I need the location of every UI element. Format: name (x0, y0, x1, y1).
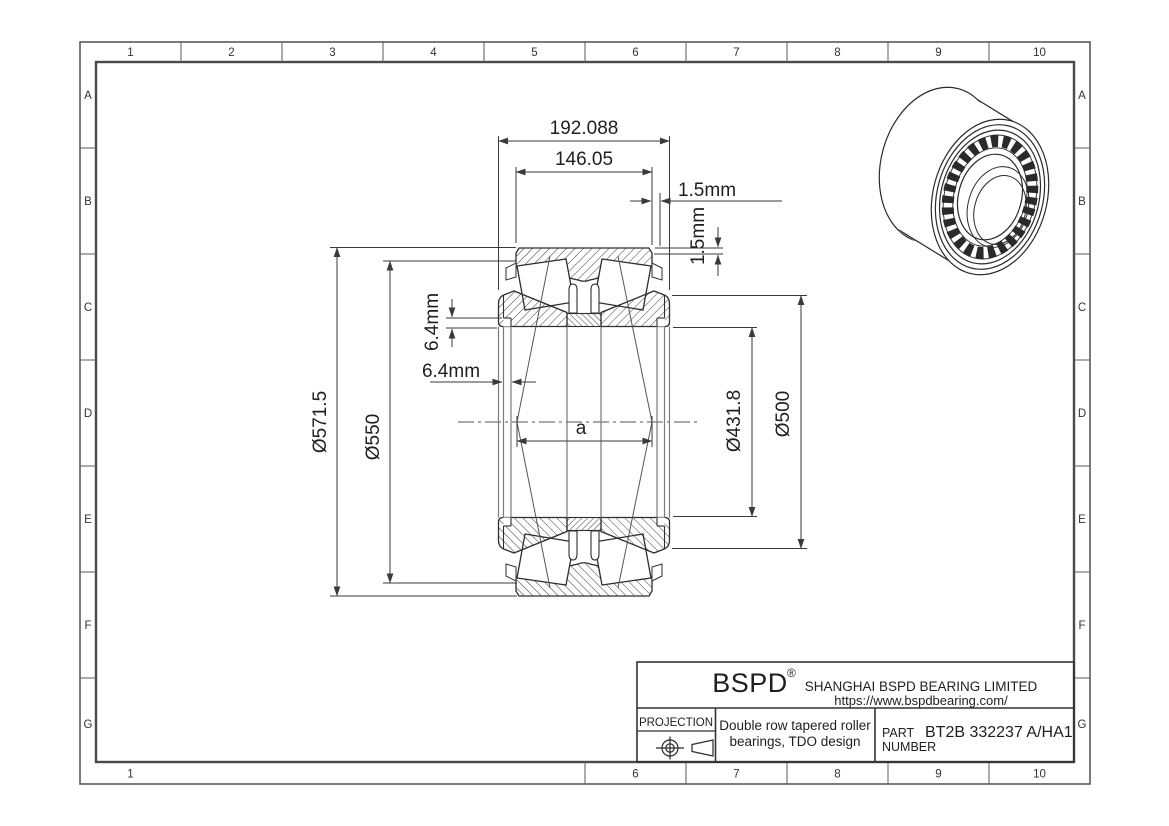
grid-label: A (1078, 90, 1086, 102)
company-name: SHANGHAI BSPD BEARING LIMITED (805, 679, 1038, 694)
grid-label: D (1078, 408, 1086, 420)
grid-label: 9 (935, 769, 941, 781)
sheet-frame (79, 41, 1091, 785)
dim-label-bore-diameter: Ø431.8 (724, 390, 745, 452)
grid-label: G (1078, 719, 1087, 731)
dimensions (330, 136, 807, 597)
dim-shoulder-diameter (383, 260, 517, 584)
dim-total-width (498, 136, 670, 290)
grid-label: 4 (430, 47, 437, 59)
grid-label: E (84, 514, 92, 526)
dim-label-side-clearance: 1.5mm (678, 180, 736, 201)
grid-label: B (1078, 196, 1086, 208)
grid-label: 9 (935, 47, 941, 59)
grid-label: 10 (1033, 769, 1046, 781)
dim-top-clearance (654, 227, 723, 276)
section-bottom-half (497, 516, 671, 597)
first-angle-projection-icon (656, 736, 714, 760)
dim-bore-diameter (673, 327, 757, 517)
cage-section (651, 262, 663, 281)
grid-label: F (1078, 620, 1085, 632)
dim-outside-diameter (330, 247, 517, 597)
grid-label: 1 (127, 47, 133, 59)
grid-label: 8 (834, 47, 840, 59)
dim-label-shoulder-diameter: Ø550 (363, 414, 384, 460)
dim-label-cup-width: 146.05 (555, 149, 613, 170)
bearing-3d-view (878, 86, 1050, 276)
cage-post (590, 283, 600, 314)
bearing-description-line2: bearings, TDO design (729, 734, 860, 749)
dim-label-recess-vertical: 6.4mm (422, 293, 443, 351)
dim-effective-center (516, 416, 653, 447)
grid-label: 6 (632, 769, 638, 781)
roller-band (941, 134, 1039, 260)
grid-label: D (84, 408, 92, 420)
inner-ring-cone (600, 290, 671, 328)
part-number-label-line2: NUMBER (882, 740, 936, 754)
dimension-labels: 192.088 146.05 1.5mm 1.5mm 6.4mm 6.4mm Ø… (310, 118, 794, 460)
part-number-value: BT2B 332237 A/HA1 (925, 724, 1073, 741)
cage-section (505, 262, 517, 281)
dim-rib-diameter (672, 295, 807, 549)
grid-label: E (1078, 514, 1086, 526)
grid-label: 5 (531, 47, 537, 59)
dim-label-total-width: 192.088 (550, 118, 619, 139)
grid-label: 6 (632, 47, 638, 59)
grid-label: 7 (733, 47, 739, 59)
cone-spacer (566, 312, 602, 328)
dim-label-recess-horizontal: 6.4mm (422, 361, 480, 382)
projection-label: PROJECTION (639, 717, 713, 729)
grid-label: G (84, 719, 93, 731)
grid-label: C (84, 302, 92, 314)
dim-label-effective-center: a (576, 418, 587, 439)
grid-label: 8 (834, 769, 840, 781)
grid-label: 10 (1033, 47, 1046, 59)
company-logo: BSPD (712, 668, 788, 698)
grid-label: 3 (329, 47, 335, 59)
inner-ring-cone (497, 290, 568, 328)
title-block: BSPD ® SHANGHAI BSPD BEARING LIMITED htt… (636, 661, 1075, 763)
grid-label: C (1078, 302, 1086, 314)
dim-side-clearance (630, 193, 782, 246)
grid-label: A (84, 90, 92, 102)
dim-label-rib-diameter: Ø500 (773, 391, 794, 437)
dim-label-top-clearance: 1.5mm (688, 207, 709, 265)
grid-label: F (84, 620, 91, 632)
company-website: https://www.bspdbearing.com/ (834, 693, 1008, 708)
bearing-description-line1: Double row tapered roller (719, 718, 871, 733)
dim-recess-vertical (446, 299, 502, 347)
bearing-section-view (458, 247, 697, 597)
section-top-half (497, 247, 671, 328)
grid-label: B (84, 196, 92, 208)
dim-label-outside-diameter: Ø571.5 (310, 391, 331, 453)
grid-label: 2 (228, 47, 234, 59)
part-number-label-line1: PART (882, 726, 915, 740)
grid-label: 7 (733, 769, 739, 781)
cage-post (568, 283, 578, 314)
grid-label: 1 (127, 769, 133, 781)
dim-cup-width (515, 167, 653, 245)
registered-mark: ® (787, 666, 796, 680)
grid-reference-labels: 1 2 3 4 5 6 7 8 9 10 1 6 7 8 9 10 A B C … (84, 47, 1087, 781)
